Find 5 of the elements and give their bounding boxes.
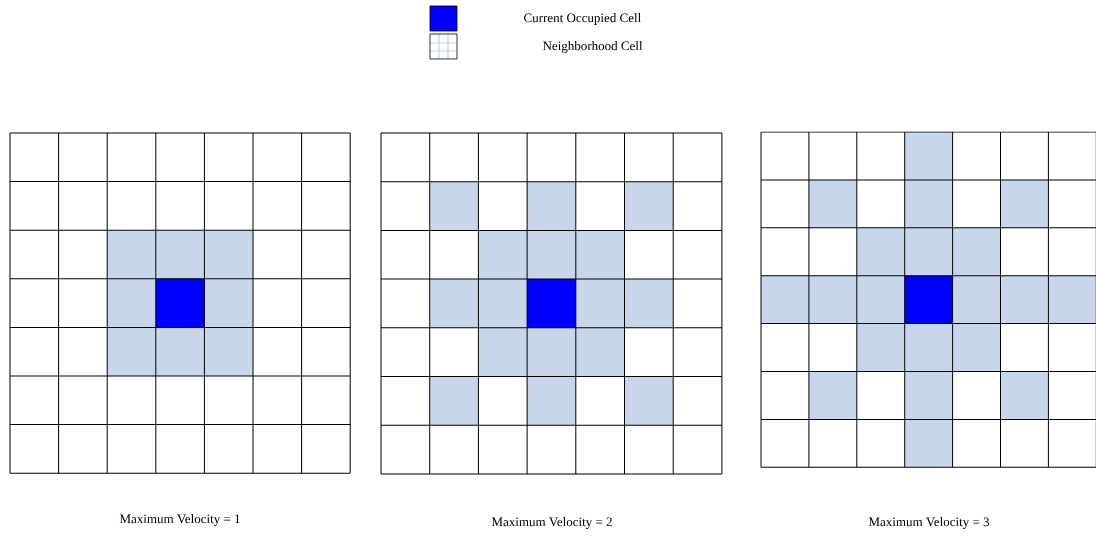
caption: Maximum Velocity = 3 (868, 517, 990, 529)
legend-label: Current Occupied Cell (524, 13, 641, 25)
caption: Maximum Velocity = 1 (119, 514, 240, 526)
caption: Maximum Velocity = 2 (491, 517, 612, 529)
legend-label: Neighborhood Cell (542, 41, 643, 53)
